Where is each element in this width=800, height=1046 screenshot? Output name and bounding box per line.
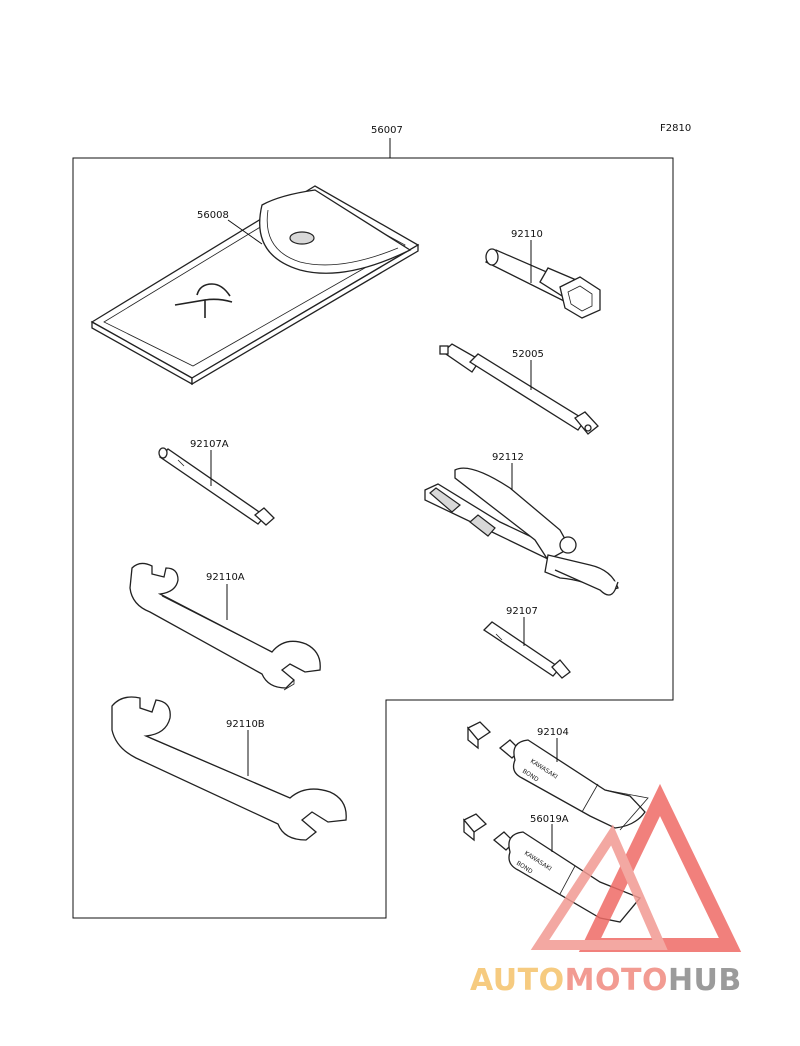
pliers-label: 92112 (492, 452, 524, 463)
watermark-text: AUTOMOTOHUB (470, 963, 742, 998)
screwdriver-handle-label: 52005 (512, 349, 544, 360)
box-wrench (484, 248, 601, 319)
box-wrench-label: 92110 (511, 229, 543, 240)
figure-code: F2810 (660, 123, 691, 134)
screwdriver-bit (482, 621, 571, 679)
kit-outline (72, 157, 674, 919)
screwdriver-bit-label: 92107 (506, 606, 538, 617)
bond-1-label: 92104 (537, 727, 569, 738)
screwdriver-bit-a-label: 92107A (190, 439, 229, 450)
pouch-leader (227, 219, 263, 245)
tool-pouch (90, 185, 420, 386)
watermark-triangle-inner (530, 824, 668, 950)
watermark-auto: AUTO (470, 963, 565, 998)
pouch-logo (174, 283, 233, 318)
wrench-a-label: 92110A (206, 572, 245, 583)
screwdriver-handle (439, 343, 599, 435)
bond-tube-1: KAWASAKI BOND (466, 721, 649, 831)
screwdriver-bit-a (158, 447, 275, 526)
pliers (424, 467, 619, 596)
kit-label: 56007 (371, 125, 403, 136)
bond-2-label: 56019A (530, 814, 569, 825)
wrench-a (129, 562, 321, 691)
watermark-logo: AUTOMOTOHUB (470, 783, 742, 998)
wrench-b-label: 92110B (226, 719, 265, 730)
watermark-hub: HUB (668, 963, 742, 998)
wrench-b (111, 696, 347, 841)
watermark-moto: MOTO (565, 963, 668, 998)
pouch-label: 56008 (197, 210, 229, 221)
